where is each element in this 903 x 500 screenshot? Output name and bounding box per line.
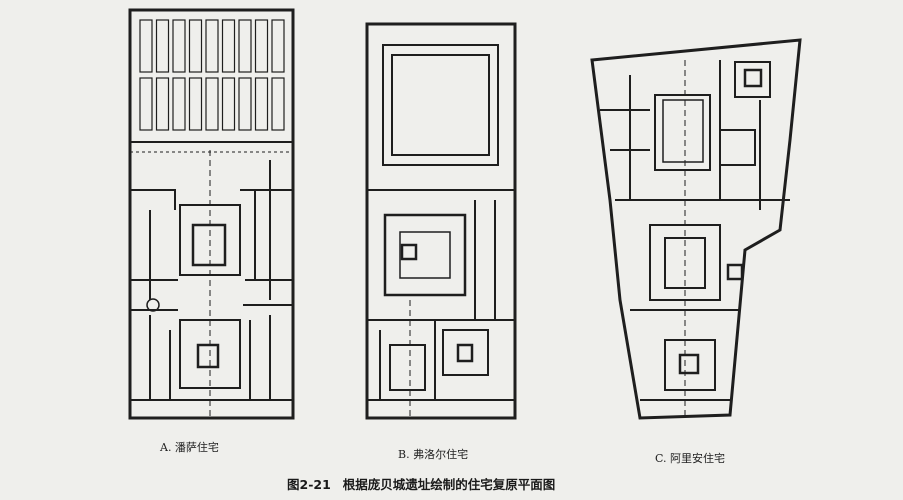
plan-a-house-of-pansa [128,8,295,420]
garden-bed [238,77,252,131]
figure-number: 图2-21 [287,477,331,492]
garden-bed [155,19,170,73]
plan-b-caption: B. 弗洛尔住宅 [398,448,469,461]
garden-bed [205,77,219,131]
plan-b-house-of-the-faun [365,22,517,420]
garden-bed [172,77,186,131]
figure-caption: 图2-21 根据庞贝城遗址绘制的住宅复原平面图 [287,474,567,493]
garden-bed [188,19,203,73]
garden-bed [221,77,236,131]
figure-title: 根据庞贝城遗址绘制的住宅复原平面图 [342,477,556,492]
garden-bed [172,19,186,73]
garden-bed [254,19,269,73]
plan-c-caption: C. 阿里安住宅 [655,452,726,465]
garden-bed [271,77,285,131]
garden-bed [254,77,269,131]
plan-a-garden-grid [139,19,285,131]
garden-bed [238,19,252,73]
garden-bed [139,19,153,73]
plan-a-caption: A. 潘萨住宅 [160,441,219,454]
garden-bed [205,19,219,73]
garden-bed [188,77,203,131]
garden-bed [221,19,236,73]
garden-bed [139,77,153,131]
garden-bed [155,77,170,131]
plan-c-house-of-arianna [590,38,802,420]
garden-bed [271,19,285,73]
